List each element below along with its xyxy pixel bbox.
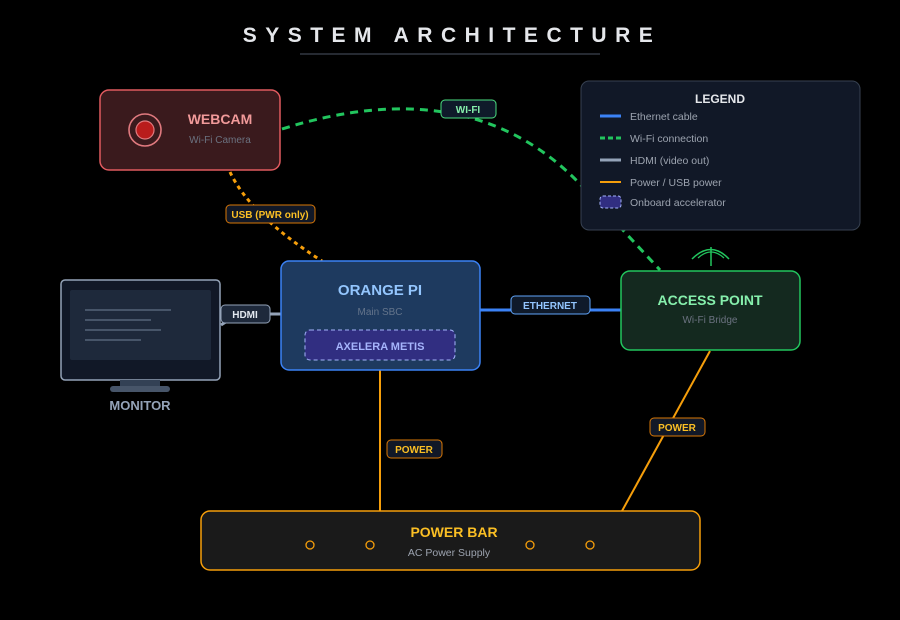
antenna-icon <box>691 247 730 266</box>
power-connection-label-orange-pi: POWER <box>386 439 443 459</box>
legend-label: Wi-Fi connection <box>630 133 708 145</box>
legend-label: Onboard accelerator <box>630 197 726 209</box>
legend-item-power: Power / USB power <box>600 177 722 189</box>
power-outlet-icon <box>305 540 315 550</box>
webcam-title: WEBCAM <box>188 111 253 127</box>
power-outlet-icon <box>525 540 535 550</box>
orange-pi-node[interactable]: ORANGE PI Main SBC AXELERA METIS <box>280 260 481 371</box>
legend-item-hdmi: HDMI (video out) <box>600 155 709 167</box>
accelerator-module[interactable]: AXELERA METIS <box>304 329 456 361</box>
power-outlet-icon <box>585 540 595 550</box>
legend: LEGEND Ethernet cable Wi-Fi connection H… <box>580 80 861 231</box>
hdmi-connection-label: HDMI <box>220 304 271 324</box>
legend-item-wifi: Wi-Fi connection <box>600 133 708 145</box>
monitor-label: MONITOR <box>109 398 171 413</box>
ethernet-connection-label: ETHERNET <box>510 295 591 315</box>
ethernet-label-text: ETHERNET <box>523 301 577 312</box>
orange-pi-title: ORANGE PI <box>338 282 422 299</box>
usb-label-text: USB (PWR only) <box>231 210 308 221</box>
power-outlet-icon <box>365 540 375 550</box>
access-point-title: ACCESS POINT <box>657 292 762 308</box>
power-bar-node[interactable]: POWER BAR AC Power Supply <box>200 510 701 571</box>
wifi-connection-label: WI-FI <box>440 99 497 119</box>
legend-label: Ethernet cable <box>630 111 698 123</box>
diagram-title: SYSTEM ARCHITECTURE <box>243 24 662 47</box>
accelerator-label: AXELERA METIS <box>336 341 425 353</box>
webcam-node[interactable]: WEBCAM Wi-Fi Camera <box>99 89 281 171</box>
usb-connection-label: USB (PWR only) <box>225 204 316 224</box>
power-connection-label-access-point: POWER <box>649 417 706 437</box>
wifi-label-text: WI-FI <box>456 105 481 116</box>
access-point-subtitle: Wi-Fi Bridge <box>682 315 737 326</box>
hdmi-label-text: HDMI <box>232 310 258 321</box>
camera-lens-icon <box>128 113 162 147</box>
legend-item-accelerator: Onboard accelerator <box>599 195 726 209</box>
orange-pi-subtitle: Main SBC <box>357 307 402 318</box>
legend-label: Power / USB power <box>630 177 722 189</box>
monitor-node[interactable]: MONITOR <box>60 279 221 413</box>
legend-item-ethernet: Ethernet cable <box>600 111 698 123</box>
legend-title: LEGEND <box>695 92 745 106</box>
webcam-subtitle: Wi-Fi Camera <box>189 135 251 146</box>
monitor-icon <box>60 279 221 392</box>
power-bar-title: POWER BAR <box>410 524 497 540</box>
power-label-text: POWER <box>395 445 434 456</box>
legend-label: HDMI (video out) <box>630 155 709 167</box>
usb-power-line <box>228 171 323 263</box>
power-bar-subtitle: AC Power Supply <box>408 547 491 559</box>
power-label-text: POWER <box>658 423 697 434</box>
access-point-node[interactable]: ACCESS POINT Wi-Fi Bridge <box>620 247 801 351</box>
